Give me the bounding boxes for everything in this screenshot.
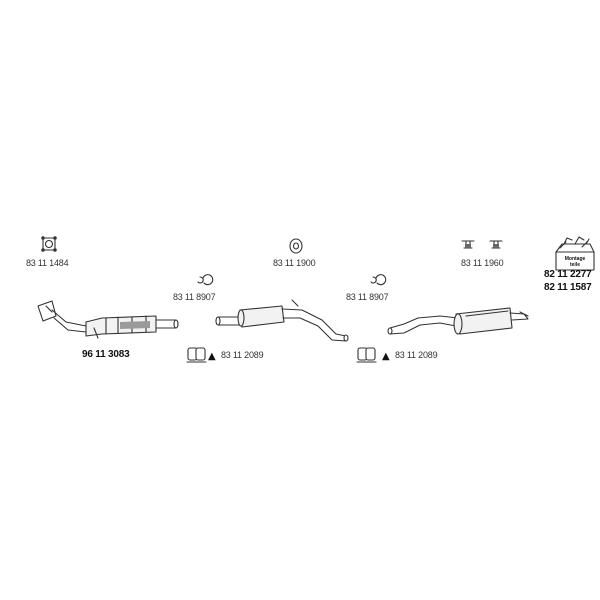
part-number-clamp-set-right: 83 11 2089 (395, 350, 438, 360)
triangle-icon: ▲ (208, 351, 216, 362)
part-number-hangers-right: 83 11 1960 (461, 258, 504, 268)
clamp-set-icon (186, 347, 207, 363)
hanger-icon (461, 240, 475, 249)
part-number-clamp-right: 83 11 8907 (346, 292, 389, 302)
part-number-gasket: 83 11 1484 (26, 258, 69, 268)
spring-clamp-icon (370, 274, 387, 286)
part-number-hanger-middle: 83 11 1900 (273, 258, 316, 268)
part-number-clamp-set-left: 83 11 2089 (221, 350, 264, 360)
part-number-catalyst: 96 11 3083 (82, 349, 130, 360)
hanger-ring-icon (289, 238, 303, 254)
middle-muffler (215, 299, 349, 342)
mounting-kit-icon (555, 236, 595, 271)
toolbox-text: Montage (565, 256, 586, 262)
clamp-set-icon (356, 347, 377, 363)
toolbox-text: teile (570, 262, 580, 268)
gasket-icon (41, 236, 57, 252)
hanger-icon (489, 240, 503, 249)
catalyst-pipe (37, 300, 179, 339)
spring-clamp-icon (197, 274, 214, 286)
triangle-icon: ▲ (382, 351, 390, 362)
part-number-clamp-left: 83 11 8907 (173, 292, 216, 302)
part-number-kit-2: 82 11 1587 (544, 282, 592, 293)
rear-muffler (387, 307, 529, 335)
part-number-kit-1: 82 11 2277 (544, 269, 592, 280)
